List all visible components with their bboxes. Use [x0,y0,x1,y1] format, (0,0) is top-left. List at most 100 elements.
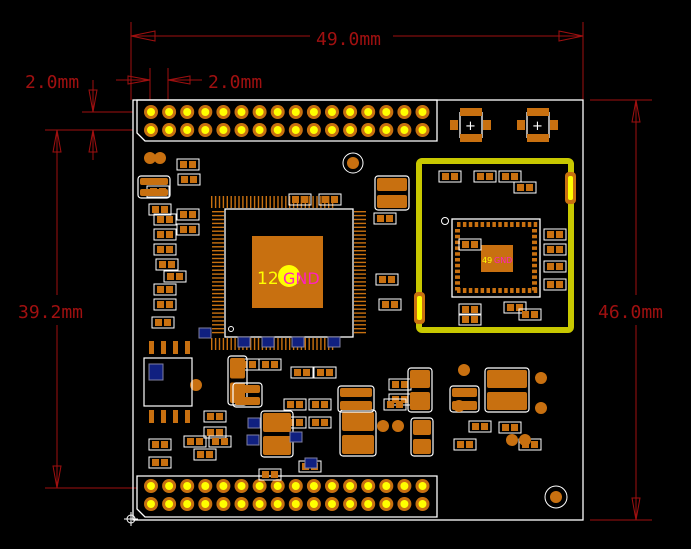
header-pin [270,479,285,493]
bottom-layer-pad [237,336,251,348]
svg-text:+: + [465,119,476,134]
resistor-footprint [176,223,200,236]
header-pin [415,105,430,119]
bottom-header-outline [136,475,438,518]
resistor-footprint [153,298,177,311]
header-pin [144,123,158,137]
resistor-footprint [177,173,201,186]
resistor-footprint [151,316,175,329]
resistor-footprint [176,208,200,221]
resistor-footprint [163,270,187,283]
header-pin [216,497,231,511]
header-pin [343,105,358,119]
resistor-footprint [308,416,332,429]
header-pin [252,497,267,511]
header-pin [198,497,213,511]
resistor-footprint [543,278,567,291]
bottom-layer-pad [247,417,261,429]
resistor-footprint [283,398,307,411]
header-pin [361,123,376,137]
resistor-footprint [258,358,282,371]
header-pin [252,479,267,493]
resistor-footprint [498,421,522,434]
header-pin [234,105,249,119]
header-pin [306,123,321,137]
header-pin [270,105,285,119]
bottom-layer-pad [291,336,305,348]
header-pin [216,479,231,493]
component-footprint [407,367,433,413]
capacitor-c1: + [450,108,491,142]
test-pad [453,400,465,412]
header-pin [415,479,430,493]
header-pin [343,479,358,493]
dimension-left-offset: 2.0mm [116,68,262,100]
top-header-outline [136,99,438,142]
main-chip: 12 GND [211,196,366,350]
resistor-footprint [288,193,312,206]
resistor-footprint [183,435,207,448]
header-pin [162,479,177,493]
resistor-footprint [458,303,482,316]
dimension-top-offset: 2.0mm [25,72,133,160]
resistor-footprint [378,298,402,311]
header-pin [325,123,339,137]
header-pin [397,479,412,493]
resistor-footprint [438,170,462,183]
header-pin [361,479,376,493]
resistor-footprint [290,366,314,379]
header-pin [216,123,231,137]
header-pin [234,497,249,511]
test-pad [347,157,359,169]
header-pin [379,105,394,119]
header-pin [198,479,213,493]
header-pin [306,479,321,493]
soic-ic [143,341,193,423]
resistor-footprint [153,243,177,256]
resistor-footprint [468,420,492,433]
header-pin [397,123,412,137]
main-chip-net-label: GND [283,269,320,288]
component-footprint [337,385,375,413]
header-pin [397,497,412,511]
passive-components [137,152,568,509]
resistor-footprint [383,398,407,411]
dimension-label-header-spacing: 39.2mm [18,302,83,323]
module-chip-outline [451,218,541,298]
header-pin [288,123,303,137]
header-pin [397,105,412,119]
header-pin [288,497,303,511]
header-pin [144,497,158,511]
dimension-board-height: 46.0mm [590,99,663,521]
component-footprint [232,382,263,408]
header-pin [198,105,213,119]
header-pin [234,479,249,493]
header-pin [270,123,285,137]
resistor-footprint [543,228,567,241]
resistor-footprint [258,468,282,481]
header-pin [252,123,267,137]
header-pin [198,123,213,137]
test-pad [535,372,547,384]
resistor-footprint [458,313,482,326]
resistor-footprint [193,448,217,461]
header-pin [162,105,177,119]
resistor-footprint [458,238,482,251]
resistor-footprint [148,203,172,216]
resistor-footprint [148,438,172,451]
component-footprint [260,410,294,458]
header-pin [325,105,339,119]
header-pin [180,479,195,493]
component-footprint [484,367,530,413]
resistor-footprint [318,193,342,206]
resistor-footprint [148,456,172,469]
module-chip: 49 GND [441,217,541,298]
test-pad [519,434,531,446]
resistor-footprint [313,366,337,379]
header-pin [162,123,177,137]
bottom-layer-pad [198,327,212,339]
resistor-footprint [503,301,527,314]
main-chip-outline [224,208,354,338]
dimension-label-top-offset: 2.0mm [25,72,79,93]
